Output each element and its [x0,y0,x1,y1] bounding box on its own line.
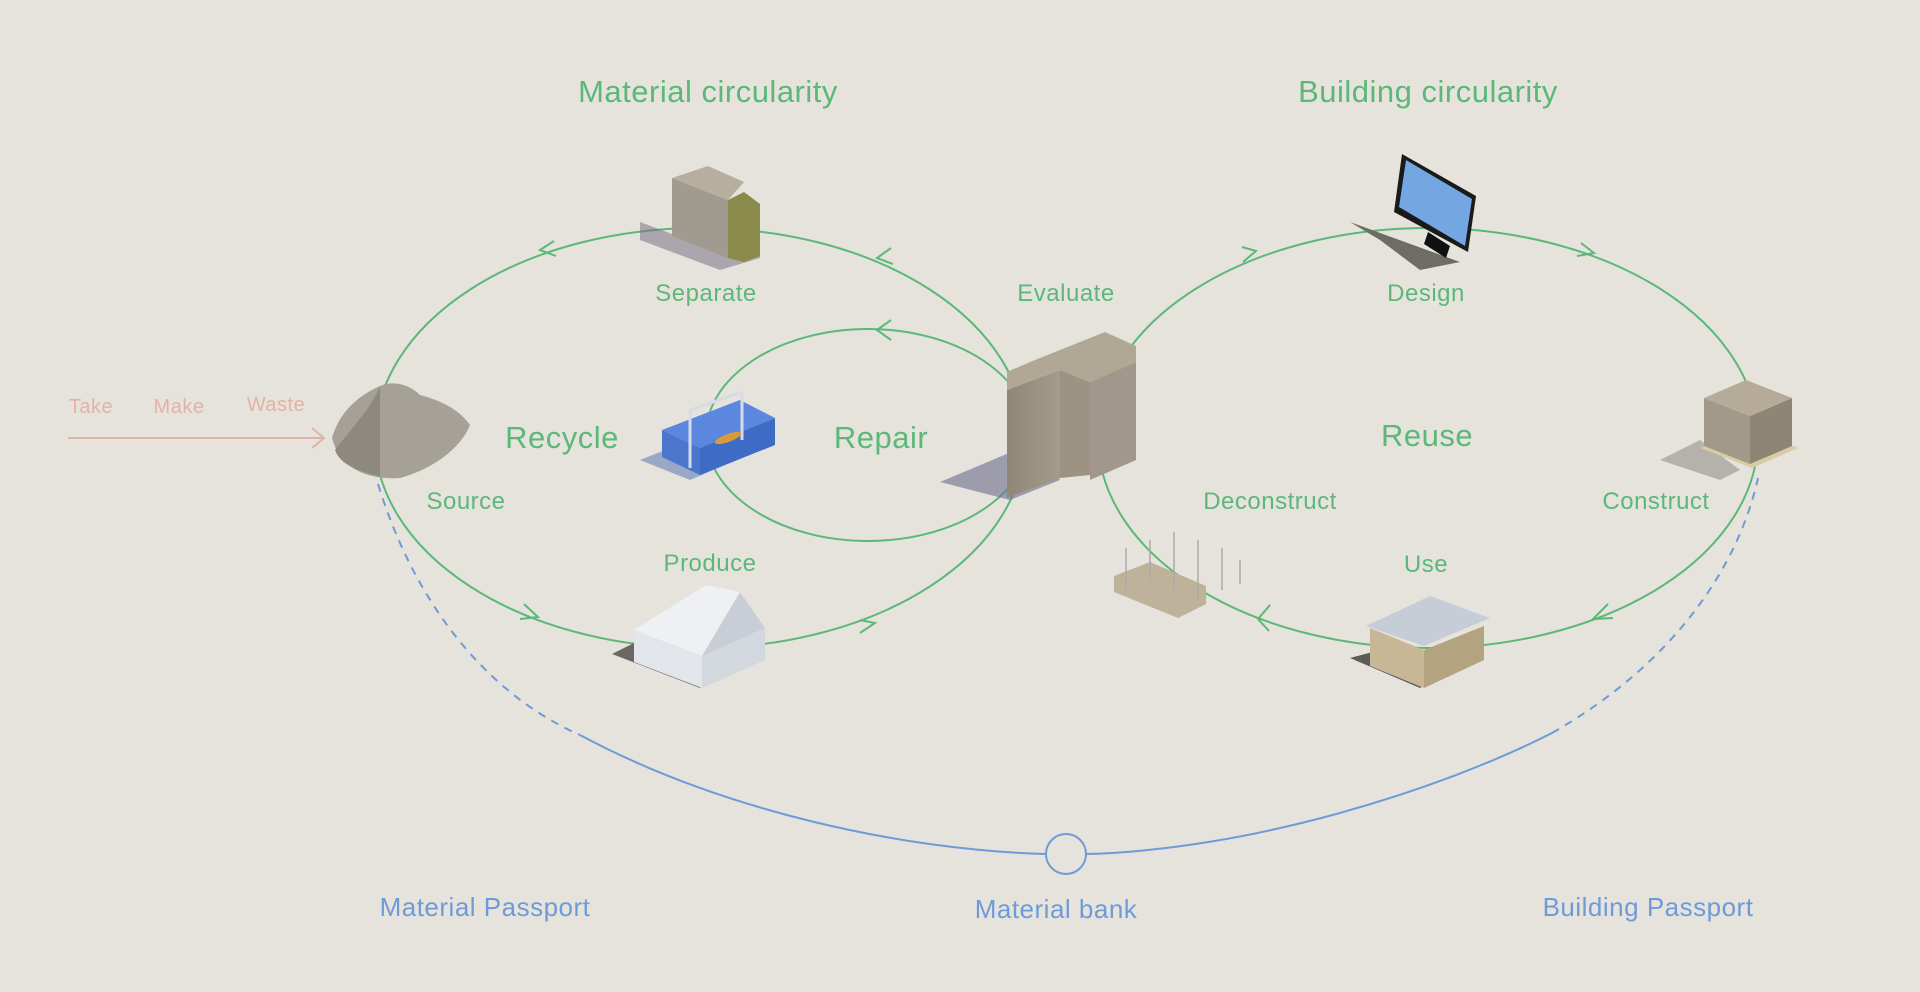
material-bank-label: Material bank [974,894,1138,924]
deconstruct-label: Deconstruct [1203,488,1337,515]
arrow-head [519,603,541,620]
waste-label: Waste [246,394,306,416]
produce-label: Produce [663,550,757,577]
take-label: Take [68,396,114,418]
material-passport-label: Material Passport [379,892,591,922]
make-label: Make [153,396,205,418]
pallet-blocks-icon [1660,380,1798,480]
evaluate-label: Evaluate [1017,280,1115,307]
arrow-head [1241,246,1259,263]
sand-pile-icon [332,383,470,479]
material-bank-node [1045,833,1087,875]
toolbox-icon [640,390,775,480]
linear-arrow [68,427,326,449]
recycle-label: Recycle [505,420,619,455]
block-with-insulation-icon [640,166,760,270]
monitor-blueprint-icon [1350,154,1476,270]
source-label: Source [426,488,506,515]
deconstructed-house-icon [1114,532,1241,618]
concrete-blocks-icon [940,332,1136,500]
arrow-head [1256,604,1271,632]
arrow-head [874,247,894,265]
factory-icon [612,585,765,688]
arrow-head [1590,603,1614,621]
arrow-head [1576,242,1597,257]
separate-label: Separate [655,280,757,307]
arrow-head [859,619,878,634]
construct-label: Construct [1602,488,1710,515]
building-passport-label: Building Passport [1542,892,1754,922]
loop-arrows [519,240,1614,634]
arrow-head [537,240,557,257]
repair-label: Repair [833,420,929,455]
arrow-head [875,319,892,341]
material-bank-curve [377,477,1759,875]
use-label: Use [1403,551,1449,578]
reuse-label: Reuse [1380,418,1474,453]
building-circularity-title: Building circularity [1298,74,1558,109]
material-circularity-title: Material circularity [578,74,838,109]
design-label: Design [1387,280,1465,307]
house-icon [1350,596,1490,688]
